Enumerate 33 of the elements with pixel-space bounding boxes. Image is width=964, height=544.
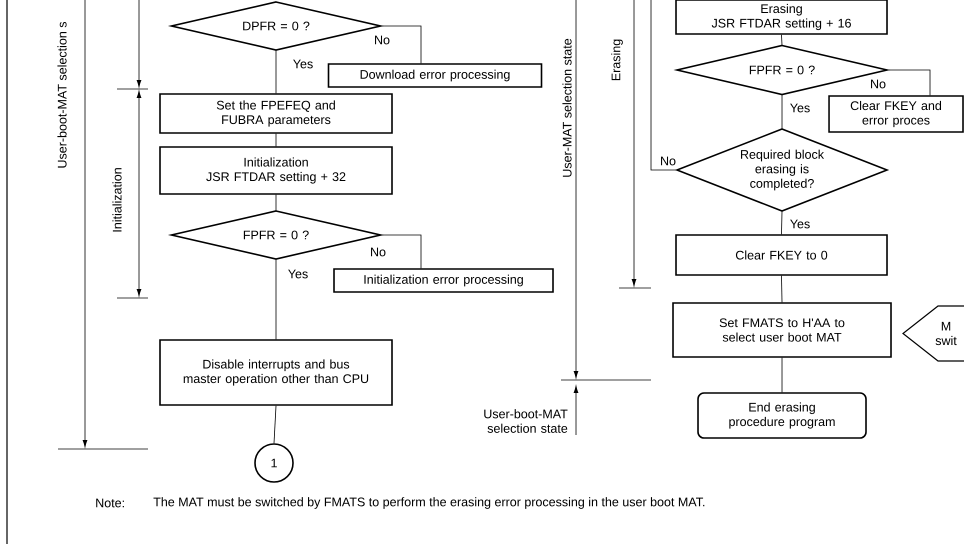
connector-line [650, 0, 678, 170]
connector-line [380, 234, 422, 269]
note-label: Note: [96, 498, 124, 508]
process-box: Clear FKEY to 0 [675, 234, 888, 276]
connector-line [886, 70, 930, 96]
edge-label: No [371, 248, 386, 256]
process-box: Initialization error processing [333, 268, 554, 293]
note-flag: M swit [902, 305, 964, 362]
process-box: Clear FKEY and error proces [828, 95, 964, 133]
connector-line [781, 34, 782, 46]
process-box: Set FMATS to H'AA to select user boot MAT [672, 302, 892, 358]
dimension-label: Initialization [112, 168, 122, 232]
terminal-box: End erasing procedure program [697, 392, 867, 439]
dimension-label: User-boot-MAT selection s [57, 22, 67, 168]
dimension-label: User-boot-MAT selection state [484, 409, 568, 433]
process-box: Download error processing [328, 63, 542, 88]
process-box: Disable interrupts and bus master operation other than CPU [159, 339, 393, 406]
dimension-label: User-MAT selection state [562, 38, 572, 177]
edge-label: Yes [790, 220, 810, 228]
edge-label: Yes [790, 104, 810, 112]
note-text: The MAT must be switched by FMATS to perform the erasing error processing in the user boot MAT. [153, 497, 704, 509]
connector-line [380, 26, 422, 64]
edge-label: Yes [293, 60, 313, 68]
process-box: Initialization JSR FTDAR setting + 32 [159, 146, 393, 195]
process-box: Set the FPEFEQ and FUBRA parameters [159, 93, 393, 134]
connector-line [781, 275, 782, 303]
connector-line [274, 405, 276, 444]
process-box: Erasing JSR FTDAR setting + 16 [675, 0, 888, 35]
edge-label: Yes [288, 270, 308, 278]
connector-line [781, 210, 782, 235]
edge-label: No [661, 156, 676, 166]
edge-label: No [871, 80, 886, 88]
dimension-label: Erasing [611, 40, 623, 80]
